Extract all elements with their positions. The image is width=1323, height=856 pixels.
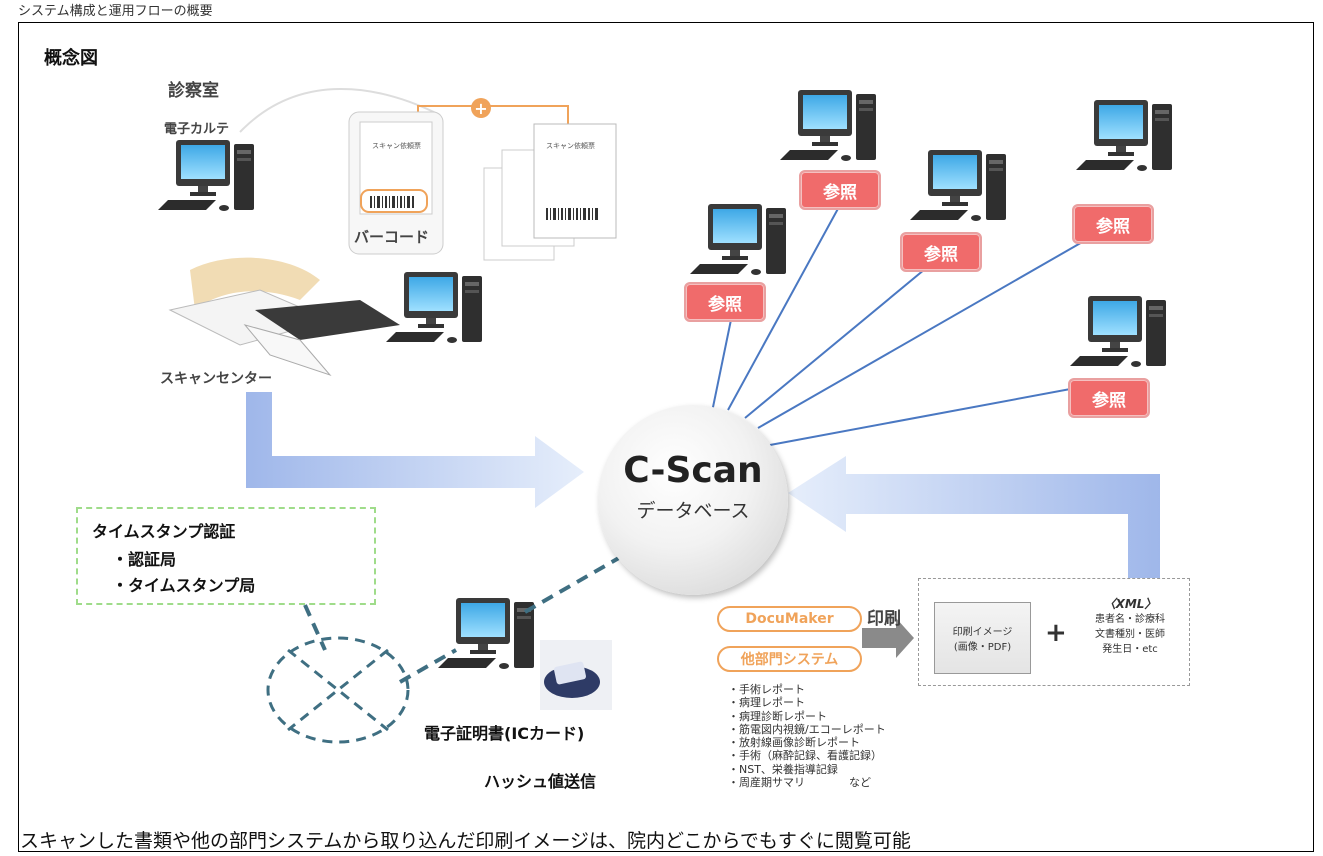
terminal-computer-icon bbox=[690, 204, 786, 275]
arrow-scan-to-db bbox=[246, 392, 584, 508]
certificate-label: 電子証明書(ICカード) bbox=[424, 724, 585, 743]
hash-send-label: ハッシュ値送信 bbox=[484, 772, 597, 791]
xml-box: 〈XML〉 患者名・診療科 文書種別・医師 発生日・etc bbox=[1080, 597, 1180, 679]
diagram-title: 概念図 bbox=[44, 48, 98, 69]
svg-text:+: + bbox=[474, 99, 487, 118]
department-system-pill: 他部門システム bbox=[717, 646, 862, 672]
reference-badge: 参照 bbox=[799, 170, 881, 210]
network-cloud-icon bbox=[266, 636, 410, 744]
print-image-line2: (画像・PDF) bbox=[953, 642, 1012, 653]
print-arrow-icon bbox=[862, 618, 914, 658]
report-list: ・手術レポート ・病理レポート ・病理診断レポート ・筋電図内視鏡/エコーレポー… bbox=[728, 683, 886, 789]
ic-computer-icon bbox=[438, 598, 534, 669]
connection-lines bbox=[711, 204, 1113, 446]
emr-computer-icon bbox=[158, 140, 254, 211]
reference-badge: 参照 bbox=[1068, 378, 1150, 418]
terminal-computer-icon bbox=[1070, 296, 1166, 367]
xml-line: 患者名・診療科 bbox=[1095, 614, 1165, 625]
terminal-computer-icon bbox=[910, 150, 1006, 221]
emr-label: 電子カルテ bbox=[164, 122, 230, 137]
arrow-print-to-db bbox=[788, 456, 1160, 578]
xml-title: 〈XML〉 bbox=[1103, 597, 1157, 611]
print-image-box: 印刷イメージ (画像・PDF) bbox=[934, 602, 1031, 674]
barcode-label: バーコード bbox=[354, 228, 430, 246]
timestamp-item: ・タイムスタンプ局 bbox=[112, 576, 256, 595]
terminal-computer-icon bbox=[780, 90, 876, 161]
scan-center-label: スキャンセンター bbox=[160, 371, 272, 387]
timestamp-box bbox=[76, 507, 376, 605]
sheet-heading-1: スキャン依頼票 bbox=[372, 141, 421, 150]
print-output-box bbox=[918, 578, 1190, 686]
documaker-pill: DocuMaker bbox=[717, 606, 862, 632]
print-image-line1: 印刷イメージ bbox=[952, 627, 1013, 638]
report-item: ・NST、栄養指導記録 bbox=[728, 762, 838, 776]
reference-badge: 参照 bbox=[684, 282, 766, 322]
report-item: ・病理診断レポート bbox=[728, 709, 827, 723]
report-item: ・筋電図内視鏡/エコーレポート bbox=[728, 722, 886, 736]
print-label: 印刷 bbox=[867, 609, 901, 629]
timestamp-item: ・認証局 bbox=[112, 550, 177, 569]
sheet-heading-2: スキャン依頼票 bbox=[546, 141, 595, 150]
plus-connector-icon bbox=[471, 98, 491, 118]
report-item: ・周産期サマリ など bbox=[728, 776, 871, 790]
xml-line: 文書種別・医師 bbox=[1095, 629, 1165, 640]
report-item: ・放射線画像診断レポート bbox=[728, 736, 860, 750]
exam-room-label: 診察室 bbox=[168, 81, 219, 101]
database-subtitle: データベース bbox=[636, 500, 750, 522]
xml-line: 発生日・etc bbox=[1102, 644, 1158, 655]
hand-icon bbox=[190, 257, 320, 310]
report-item: ・手術レポート bbox=[728, 683, 805, 696]
reference-badge: 参照 bbox=[1072, 204, 1154, 244]
plus-icon: + bbox=[1045, 618, 1067, 648]
reference-badge: 参照 bbox=[900, 232, 982, 272]
database-circle bbox=[598, 405, 788, 595]
report-item: ・病理レポート bbox=[728, 696, 805, 710]
scanner-icon bbox=[255, 300, 400, 340]
diagram-frame bbox=[18, 22, 1314, 852]
report-item: ・手術（麻酔記録、看護記録） bbox=[728, 749, 882, 763]
database-name: C-Scan bbox=[623, 450, 763, 491]
terminal-computer-icon bbox=[1076, 100, 1172, 171]
scan-center-computer-icon bbox=[386, 272, 482, 343]
caption: スキャンした書類や他の部門システムから取り込んだ印刷イメージは、院内どこからでも… bbox=[20, 830, 911, 852]
timestamp-title: タイムスタンプ認証 bbox=[92, 522, 236, 541]
top-cut-text: システム構成と運用フローの概要 bbox=[18, 4, 213, 19]
